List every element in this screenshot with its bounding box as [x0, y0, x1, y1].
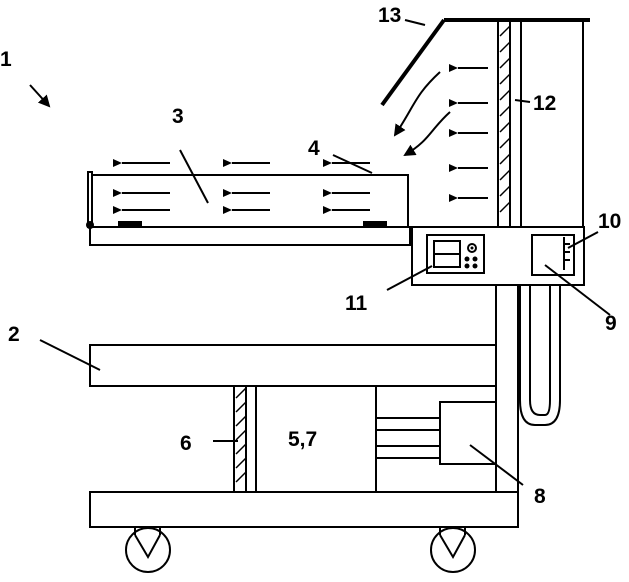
caster-wheel-right: [430, 527, 476, 573]
control-box: [411, 226, 585, 286]
label-2: 2: [8, 323, 20, 346]
control-panel: [426, 234, 485, 274]
airflow-arrows-column: [393, 64, 488, 202]
view-arrow: [29, 84, 51, 108]
airflow-arrows-tray: [113, 159, 370, 214]
column-hatch: [499, 25, 511, 213]
caster-wheel-left: [125, 527, 171, 573]
upper-shelf: [89, 344, 497, 387]
label-9: 9: [605, 312, 617, 335]
base-platform: [89, 491, 519, 528]
label-3: 3: [172, 105, 184, 128]
label-4: 4: [308, 137, 320, 160]
label-12: 12: [533, 92, 556, 115]
label-10: 10: [598, 210, 621, 233]
connector-pipes: [375, 417, 441, 459]
label-11: 11: [345, 292, 368, 315]
frame-post: [495, 284, 519, 528]
label-1: 1: [0, 48, 12, 71]
pipes: [519, 285, 561, 426]
unit-5-7: [255, 385, 377, 493]
leader-lines: [39, 19, 611, 486]
tray: [86, 171, 411, 246]
pump-unit: [439, 401, 497, 465]
label-5-7: 5,7: [288, 428, 317, 451]
support-post: [233, 385, 257, 493]
label-8: 8: [534, 485, 546, 508]
label-13: 13: [378, 4, 401, 27]
gauge-panel: [531, 234, 575, 276]
vertical-column: [497, 19, 584, 228]
label-6: 6: [180, 432, 192, 455]
hood: [380, 18, 590, 107]
